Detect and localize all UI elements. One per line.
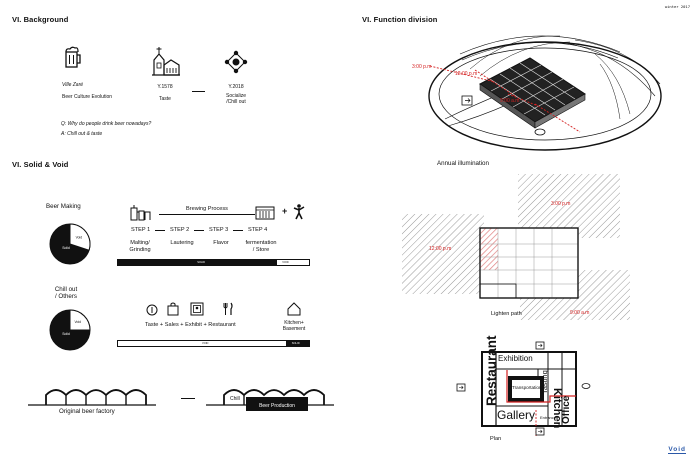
plus-sign: + [282,206,288,216]
section-title-function-division: VI. Function division [362,15,438,24]
original-factory-caption: Original beer factory [59,408,115,415]
timeline-subcaption-3: Socialize /Chill out [225,93,246,106]
beer-making-title: Beer Making [46,203,81,210]
shopping-bag-icon [167,302,179,316]
tank-rack-icon [255,206,275,220]
church-icon [152,47,180,76]
step-name-4: fermentation / Store [245,240,277,253]
bar-void-label: VOID [202,342,209,345]
answer-text: A: Chill out & taste [61,131,103,137]
wine-glass-icon [146,304,158,316]
illumination-time-3pm: 3:00 p.m [551,201,571,207]
bar-solid-label: SOLID [197,261,206,264]
watermark: winter 2017 [664,4,690,9]
network-icon [224,50,248,74]
brewing-process-line [159,214,255,215]
plan-room-transportation: Transportation [512,385,542,390]
bar-void-label: VOID [282,261,289,264]
step-3: STEP 3 [209,227,229,233]
plan-drawing [456,341,591,436]
timeline-caption-3: Y.2018 [228,84,244,90]
bar-solid-fill [118,260,277,265]
section-title-background: VI. Background [12,15,69,24]
section-dash [181,398,195,399]
step-connector [194,230,204,231]
plan-room-office: Office [561,395,572,424]
plan-room-entrance: Entrance [540,415,557,420]
pie-void-label: Void [76,236,83,240]
step-connector [155,230,165,231]
timeline-subcaption-2: Taste [159,96,171,102]
footer-void-label[interactable]: Void [668,446,686,454]
timeline-dash [192,91,205,92]
timeline-caption-1: Ville Zaré [62,82,84,88]
function-time-3pm: 3:00 p.m [412,64,432,70]
step-name-2: Lautering [170,240,194,246]
original-factory-section [28,389,156,406]
step-2: STEP 2 [170,227,190,233]
illumination-time-9am: 9:00 a.m [570,310,590,316]
fork-knife-icon [223,302,233,315]
timeline-subcaption-1: Beer Culture Evolution [62,94,113,100]
pie-solid-label: Solid [62,332,70,336]
kitchen-basement-label: Kitchen+ Basement [282,320,306,333]
plan-room-gallery: Gallery [497,408,536,422]
function-time-12pm: 12:00 p.m [455,71,478,77]
chill-zone-label: Chill [230,396,240,402]
pie-solid-label: Solid [62,246,70,250]
illumination-diagram [402,174,630,320]
chill-out-solid-void-bar: VOID SOLID [117,340,310,347]
picture-frame-icon [190,302,204,316]
timeline-caption-2: Y.1578 [157,84,173,90]
question-text: Q: Why do people drink beer nowadays? [61,121,152,127]
beer-making-solid-void-bar: SOLID VOID [117,259,310,266]
site-axonometric-drawing [428,35,662,151]
beer-mug-icon [65,46,81,68]
plan-caption: Plan [490,436,502,442]
plan-room-tasting: Tasting [540,370,549,394]
house-icon [287,302,301,316]
person-dancing-icon [293,204,305,220]
chill-out-title: Chill out / Others [54,286,78,301]
step-name-1: Malting/ Grinding [129,240,151,253]
annual-illumination-title: Annual illumination [437,160,489,167]
step-connector [233,230,243,231]
illumination-time-12pm: 12:00 p.m [429,246,452,252]
bar-solid-fill [286,341,309,346]
pie-void-slice [69,223,91,251]
new-factory-section [206,389,334,411]
beer-production-label: Beer Production [259,403,295,409]
lighten-path-label: Lighten path [491,311,522,317]
pie-void-label: Void [74,320,81,324]
bar-solid-label: SOLID [291,342,300,345]
plan-room-exhibition: Exhibition [498,354,533,363]
plan-room-restaurant: Restaurant [484,335,499,406]
brewing-equipment-icon [130,205,151,221]
pie-void-slice [69,309,91,331]
step-1: STEP 1 [131,227,151,233]
chill-functions-label: Taste + Sales + Exhibit + Restaurant [145,322,236,328]
step-4: STEP 4 [248,227,268,233]
function-time-9am: 9:00 a.m [500,98,520,104]
brewing-process-label: Brewing Process [186,206,228,212]
step-name-3: Flavor [213,240,229,246]
section-title-solid-void: VI. Solid & Void [12,160,69,169]
